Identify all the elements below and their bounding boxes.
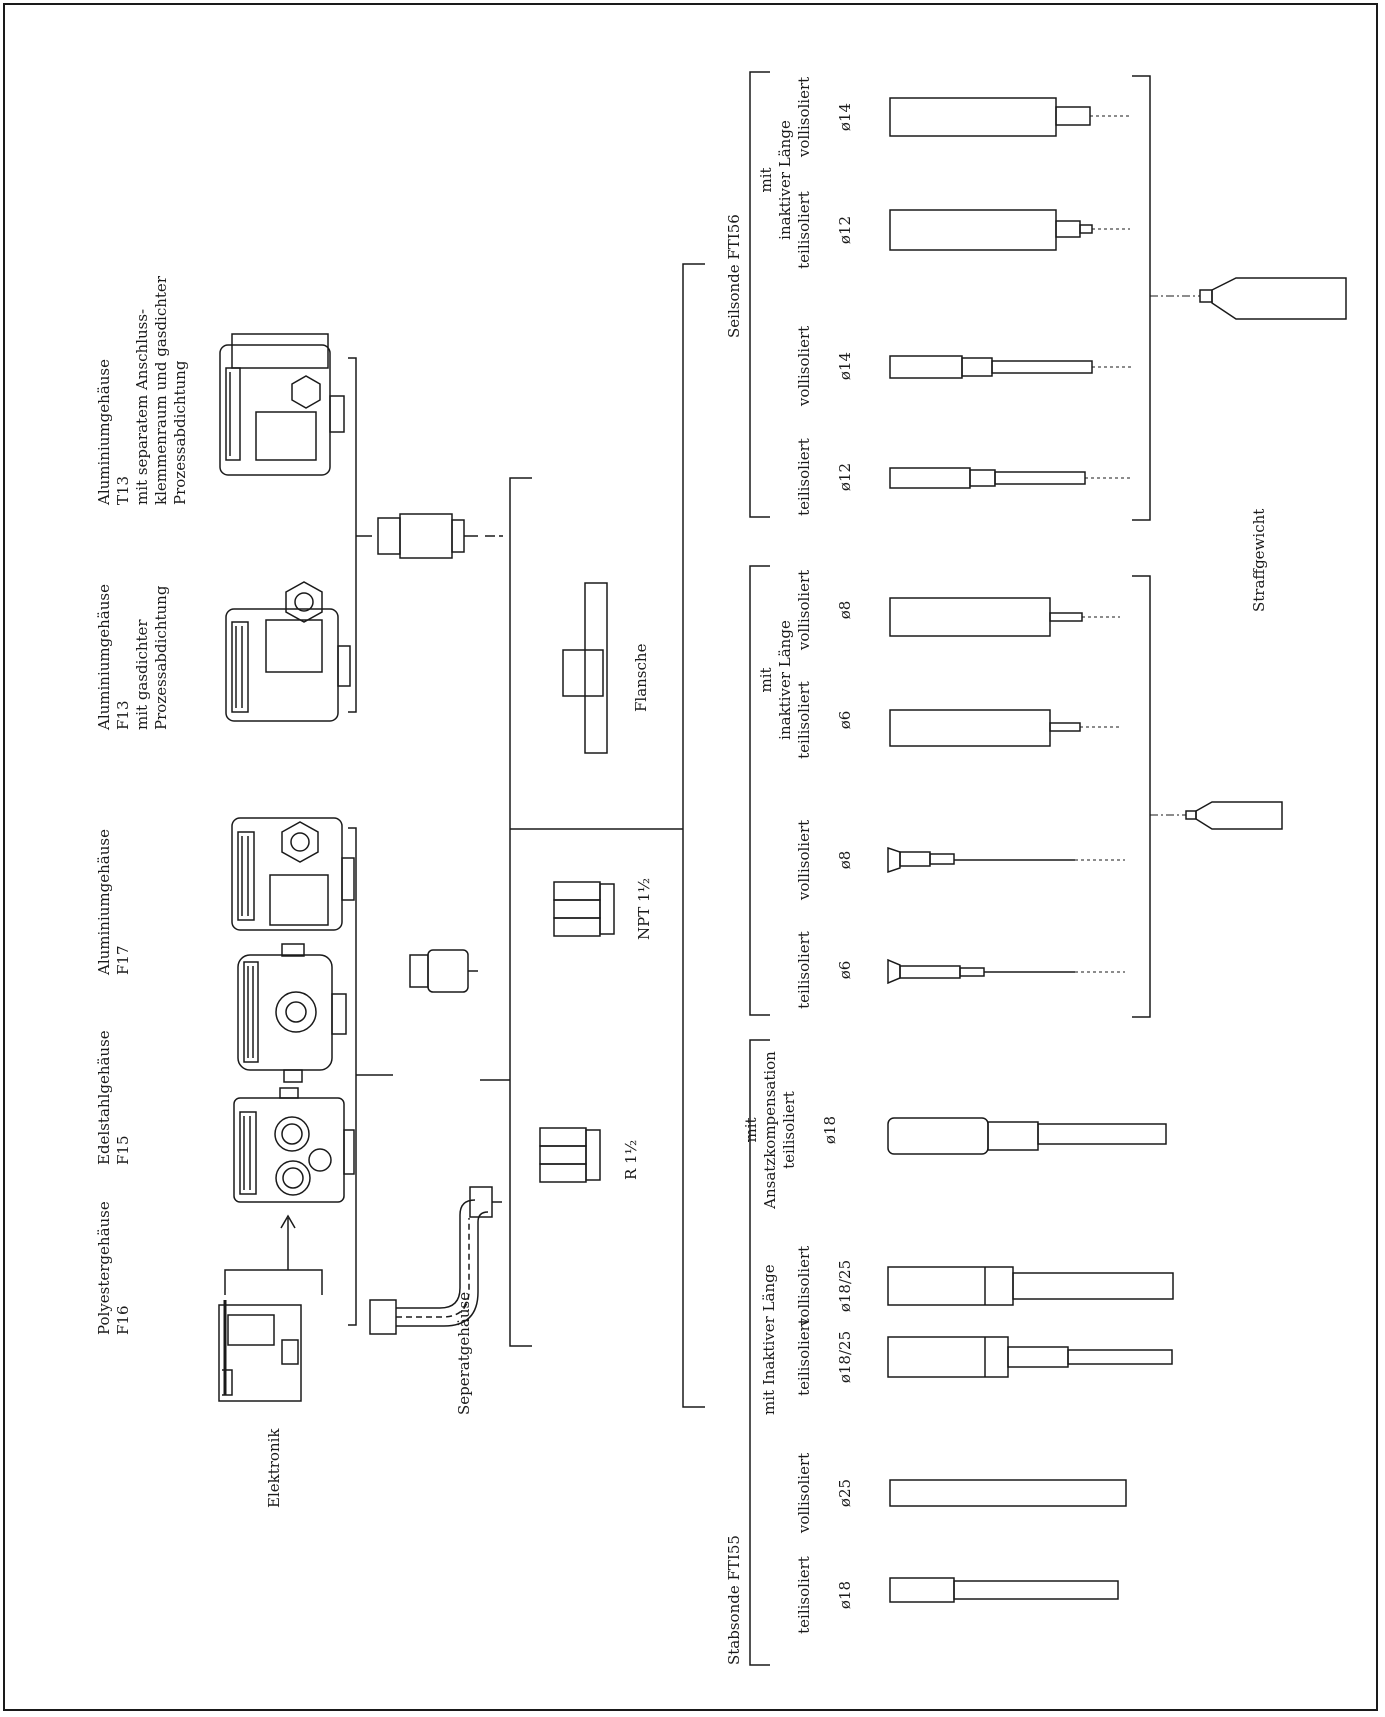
tension-weight-large-image	[1200, 278, 1346, 319]
weight-small-bracket	[1132, 576, 1150, 1017]
housing-f16-image	[234, 1088, 354, 1202]
label-rod-probe-title: Stabsonde FTI55	[725, 1535, 744, 1665]
rope-probe-small-2	[888, 848, 1125, 872]
label-rope-probe-title: Seilsonde FTI56	[725, 214, 744, 338]
separate-housing-image	[370, 1187, 502, 1334]
housing-f13-image	[226, 582, 350, 721]
housing-bracket-lower	[348, 828, 356, 1325]
rod-probe-variant-1	[890, 1578, 1118, 1602]
electronics-module	[219, 1300, 301, 1401]
label-connection-npt: NPT 1½	[635, 878, 654, 940]
adapter-upper-image	[378, 514, 478, 558]
housing-f15-image	[238, 944, 346, 1082]
rod-probe-variant-5	[888, 1118, 1166, 1154]
electronics-bracket	[225, 1270, 322, 1295]
tension-weight-small-image	[1186, 802, 1282, 829]
label-rod-inactive-title: mit Inaktiver Länge	[760, 1264, 779, 1415]
adapter-lower-image	[410, 950, 478, 992]
rope-probe-large-2	[890, 356, 1132, 378]
rope-probe-large-3	[890, 210, 1130, 250]
label-electronics: Elektronik	[265, 1429, 284, 1509]
housing-t13-image	[220, 334, 344, 475]
weight-large-bracket	[1132, 76, 1150, 520]
rod-probe-variant-2	[890, 1480, 1126, 1506]
fitting-npt-image	[554, 882, 614, 936]
label-flange: Flansche	[632, 644, 651, 712]
flange-image	[563, 583, 607, 753]
rod-probe-variant-4	[888, 1267, 1173, 1305]
label-connection-r: R 1½	[622, 1140, 641, 1180]
rope-probe-small-3	[890, 710, 1120, 746]
rope-probe-large-4	[890, 98, 1130, 136]
label-tension-weight: Straffgewicht	[1250, 509, 1269, 612]
rod-probe-variant-3	[888, 1337, 1172, 1377]
housing-bracket-upper	[348, 358, 356, 712]
rope-probe-small-4	[890, 598, 1120, 636]
fitting-r-image	[540, 1128, 600, 1182]
rope-probe-large-1	[890, 468, 1130, 488]
housing-f17-image	[232, 818, 354, 930]
rope-probe-small-1	[888, 960, 1125, 983]
probe-bracket	[683, 264, 705, 1407]
label-separate-housing: Seperatgehäuse	[455, 1292, 474, 1415]
connection-bracket	[510, 478, 532, 1346]
